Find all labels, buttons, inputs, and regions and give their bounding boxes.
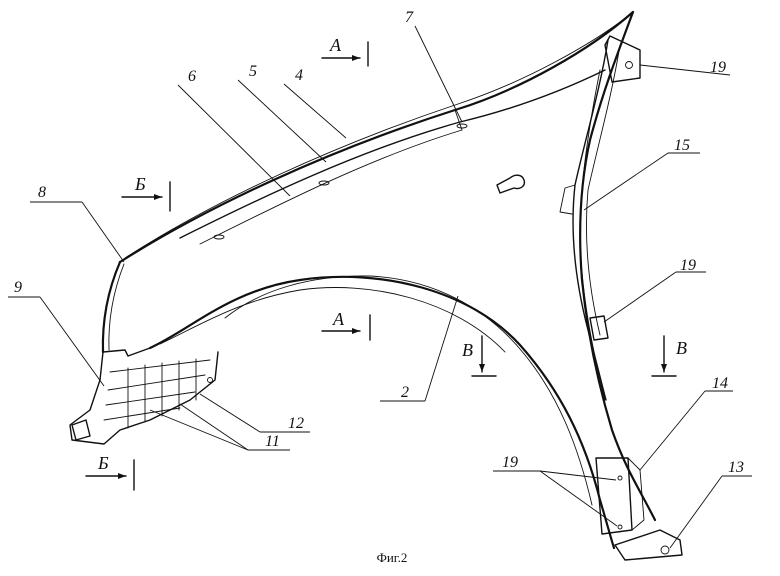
callout-19-top: 19 (710, 59, 726, 76)
callout-4: 4 (295, 67, 303, 84)
section-mark-a-arch: А (332, 309, 345, 329)
callout-12: 12 (288, 415, 304, 432)
figure-caption: Фиг.2 (377, 550, 408, 565)
callout-2: 2 (401, 384, 409, 401)
section-mark-b-upper: Б (134, 174, 146, 194)
callout-7: 7 (405, 9, 414, 26)
section-labels: А А Б Б В В (97, 35, 687, 473)
section-mark-a-top: А (329, 35, 342, 55)
callout-5: 5 (249, 63, 257, 80)
callout-14: 14 (712, 375, 728, 392)
callout-11: 11 (265, 433, 280, 450)
section-arrows (85, 41, 677, 491)
callout-labels: 19 7 4 5 6 8 9 15 19 2 12 11 14 19 13 (14, 9, 744, 476)
callout-13: 13 (728, 459, 744, 476)
fender-outline (69, 10, 683, 561)
section-mark-v-left: В (462, 340, 473, 360)
section-mark-v-right: В (676, 338, 687, 358)
callout-19-bottom: 19 (502, 454, 518, 471)
callout-6: 6 (188, 68, 196, 85)
callout-9: 9 (14, 279, 22, 296)
leader-lines (8, 25, 752, 549)
callout-15: 15 (674, 137, 690, 154)
section-mark-b-lower: Б (97, 453, 109, 473)
callout-19-mid: 19 (680, 257, 696, 274)
callout-8: 8 (38, 184, 46, 201)
